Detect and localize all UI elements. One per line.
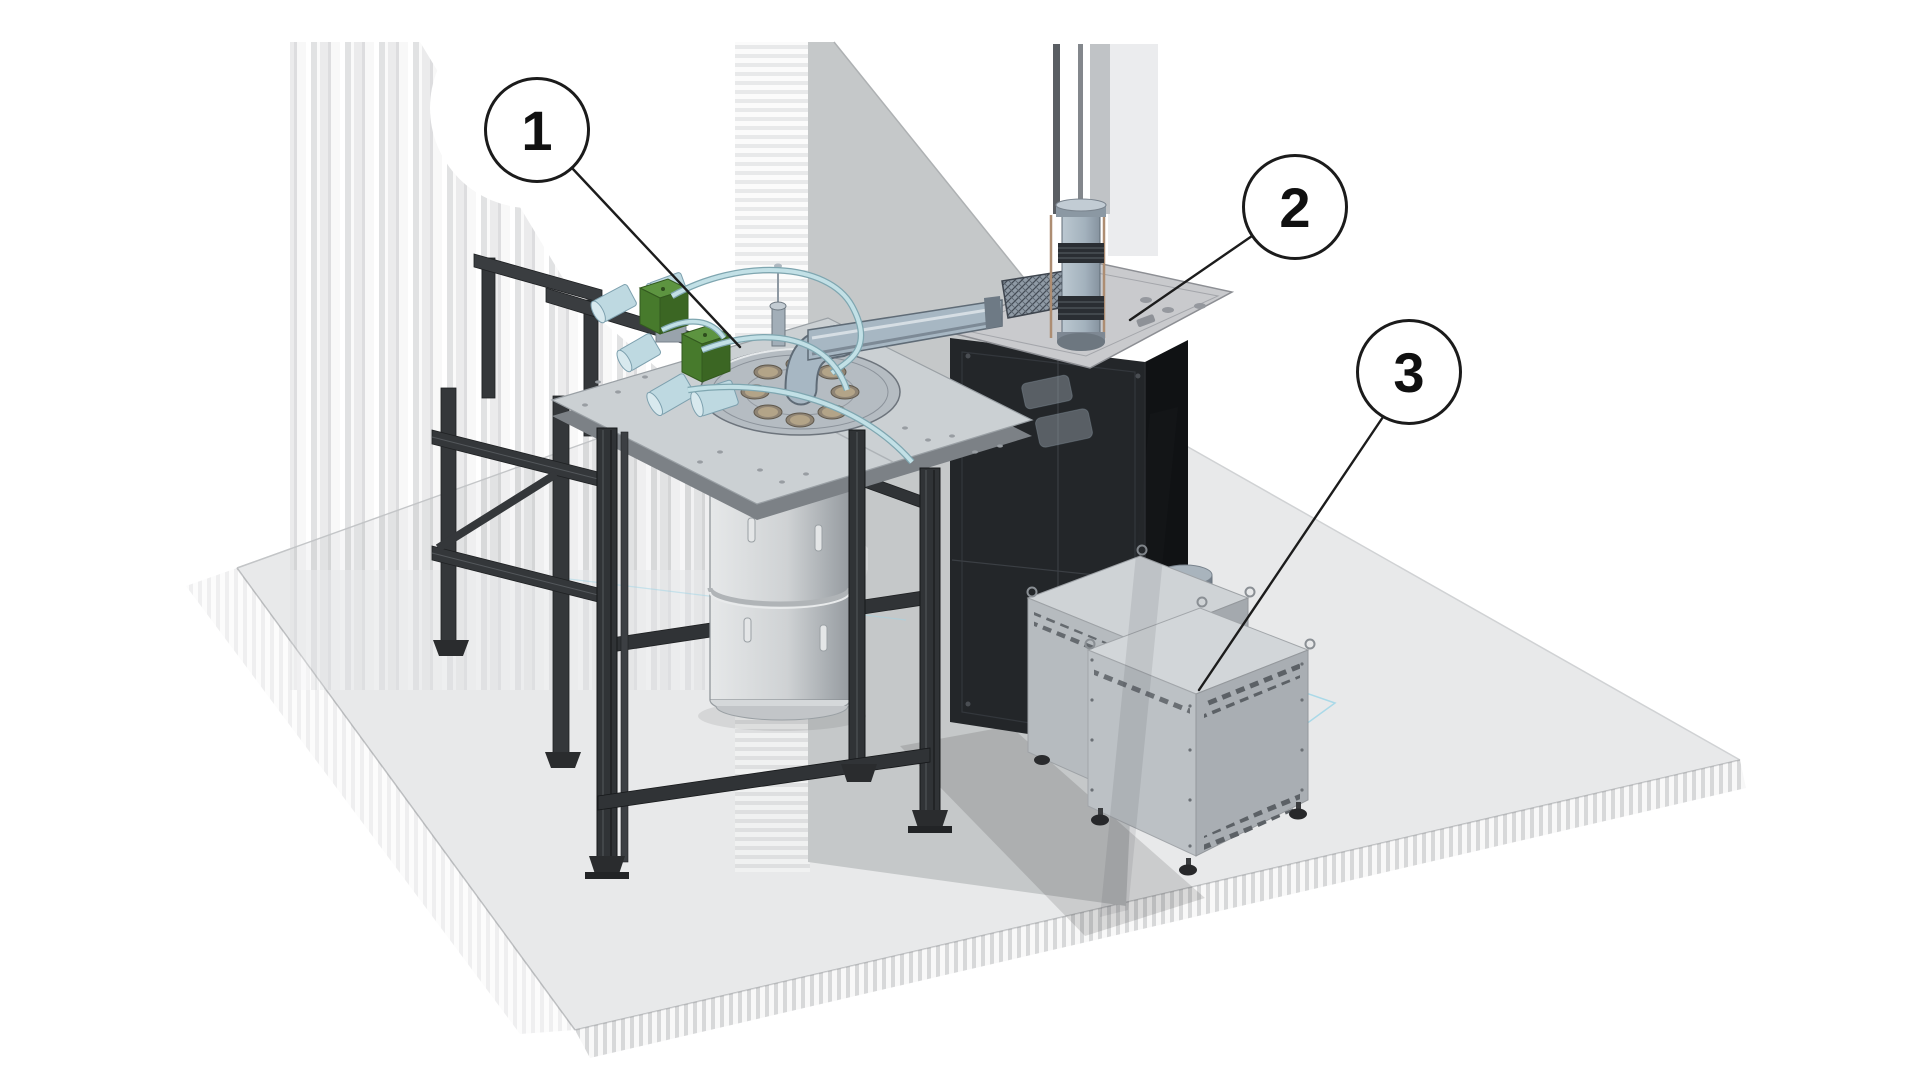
electronics-box-front (1084, 596, 1316, 876)
callout-2-leader-line (1128, 234, 1254, 322)
support-frame-front (585, 427, 952, 879)
callout-1-leader-line (570, 166, 742, 349)
callout-3-number: 3 (1393, 340, 1425, 404)
floor-edge-hatch (186, 568, 1746, 1058)
cast-shadow (900, 726, 1205, 936)
overhead-gas-lines (1053, 44, 1158, 256)
valve-block-1 (638, 278, 690, 335)
callout-3-leader-line (1197, 415, 1385, 692)
valve-manifold (590, 272, 739, 418)
pulse-tube-column (1049, 198, 1107, 351)
callout-1-badge: 1 (484, 77, 590, 183)
ghost-fitting (1021, 374, 1073, 410)
ghost-fitting (1035, 408, 1093, 448)
callout-3-badge: 3 (1356, 319, 1462, 425)
wall-shadow-band (1100, 407, 1178, 917)
callout-1-number: 1 (521, 98, 553, 162)
gas-hoses (660, 266, 915, 465)
callout-2-badge: 2 (1242, 154, 1348, 260)
callout-2-number: 2 (1279, 175, 1311, 239)
